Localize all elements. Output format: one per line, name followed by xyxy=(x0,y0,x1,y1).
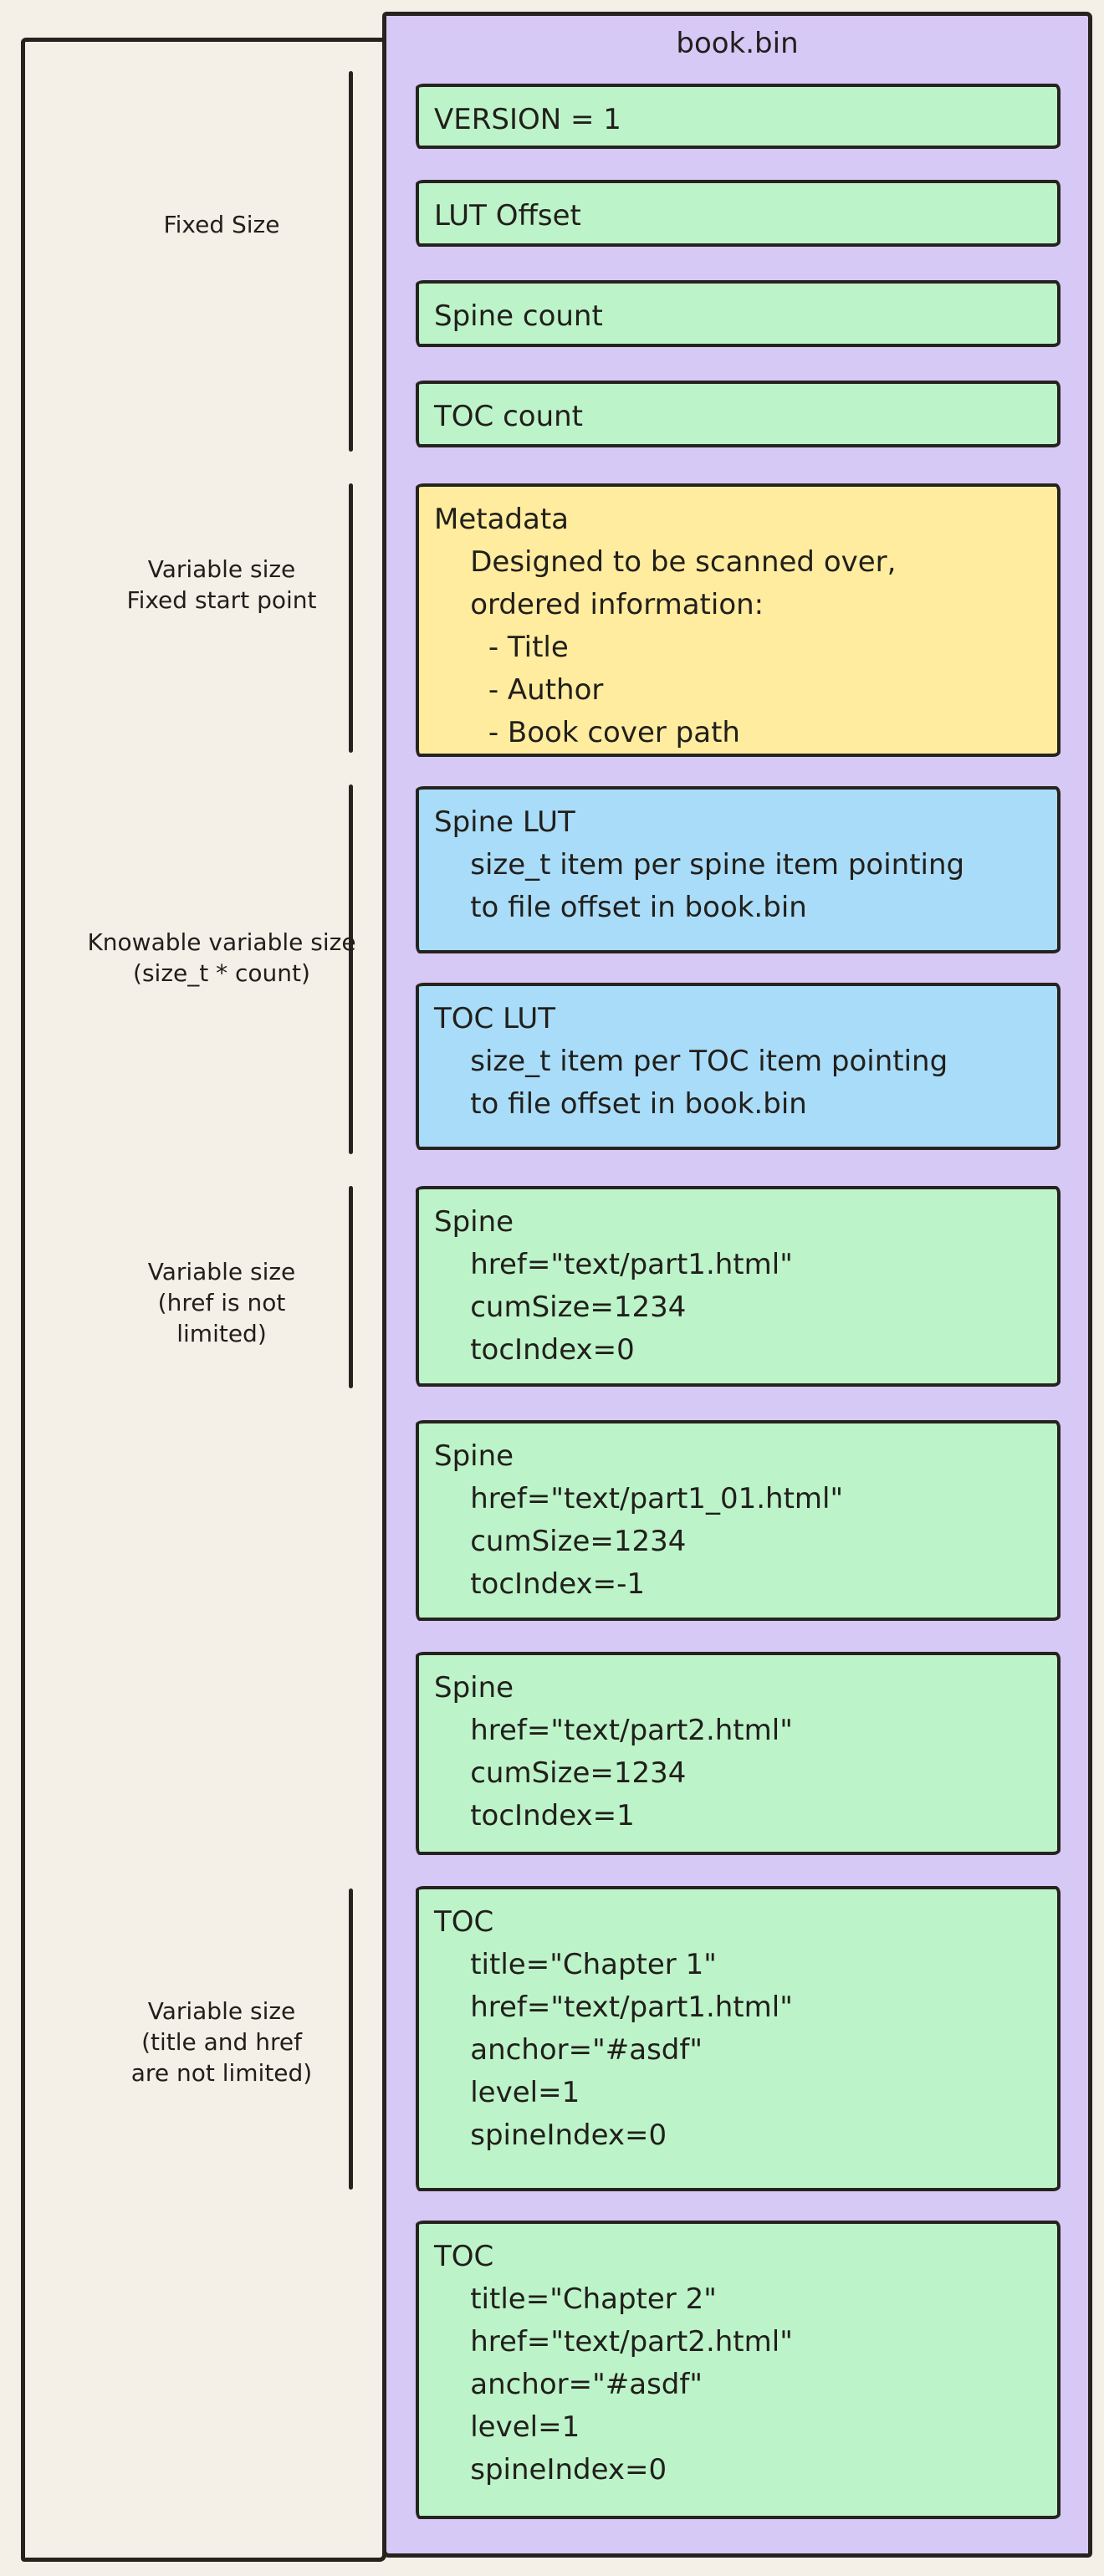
box-spine-count: Spine count xyxy=(416,280,1061,347)
section-label-toc: Variable size (title and href are not li… xyxy=(130,1997,313,2087)
box-spine-count-text: Spine count xyxy=(434,299,603,333)
box-toc-count-text: TOC count xyxy=(434,400,584,433)
box-toc-2: TOC title="Chapter 2" href="text/part2.h… xyxy=(416,2221,1061,2519)
box-toc-1: TOC title="Chapter 1" href="text/part1.h… xyxy=(416,1886,1061,2191)
bracket-fixed-size xyxy=(349,71,353,452)
box-spine-1-text: Spine href="text/part1.html" cumSize=123… xyxy=(434,1205,793,1367)
section-label-luts: Knowable variable size (size_t * count) xyxy=(87,928,356,987)
box-spine-lut: Spine LUT size_t item per spine item poi… xyxy=(416,786,1061,953)
box-toc-2-text: TOC title="Chapter 2" href="text/part2.h… xyxy=(434,2240,793,2487)
section-label-fixed-size: Fixed Size xyxy=(163,211,280,238)
box-toc-lut: TOC LUT size_t item per TOC item pointin… xyxy=(416,983,1061,1150)
box-lut-offset-text: LUT Offset xyxy=(434,199,581,233)
box-spine-2: Spine href="text/part1_01.html" cumSize=… xyxy=(416,1420,1061,1621)
file-title: book.bin xyxy=(676,27,799,60)
section-label-spine: Variable size (href is not limited) xyxy=(147,1258,296,1347)
box-spine-2-text: Spine href="text/part1_01.html" cumSize=… xyxy=(434,1439,844,1601)
box-version: VERSION = 1 xyxy=(416,84,1061,149)
box-spine-3: Spine href="text/part2.html" cumSize=123… xyxy=(416,1652,1061,1855)
bracket-spine xyxy=(349,1186,353,1388)
box-spine-3-text: Spine href="text/part2.html" cumSize=123… xyxy=(434,1671,793,1832)
box-spine-lut-text: Spine LUT size_t item per spine item poi… xyxy=(434,805,965,924)
box-version-text: VERSION = 1 xyxy=(434,103,621,136)
box-metadata: Metadata Designed to be scanned over, or… xyxy=(416,483,1061,757)
box-spine-1: Spine href="text/part1.html" cumSize=123… xyxy=(416,1186,1061,1387)
box-toc-1-text: TOC title="Chapter 1" href="text/part1.h… xyxy=(434,1905,793,2152)
bracket-metadata xyxy=(349,483,353,753)
box-toc-lut-text: TOC LUT size_t item per TOC item pointin… xyxy=(434,1002,948,1121)
bracket-luts xyxy=(349,785,353,1154)
box-toc-count: TOC count xyxy=(416,381,1061,447)
bracket-toc xyxy=(349,1889,353,2190)
box-lut-offset: LUT Offset xyxy=(416,180,1061,247)
box-metadata-text: Metadata Designed to be scanned over, or… xyxy=(434,503,897,749)
section-label-metadata: Variable size Fixed start point xyxy=(126,555,317,614)
